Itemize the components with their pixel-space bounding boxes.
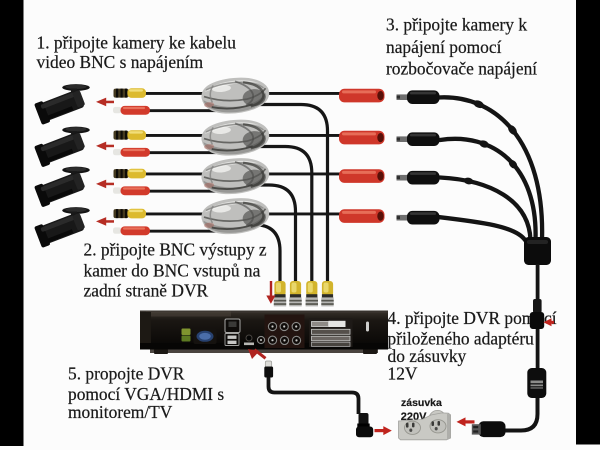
svg-text:zásuvka: zásuvka	[401, 397, 442, 409]
